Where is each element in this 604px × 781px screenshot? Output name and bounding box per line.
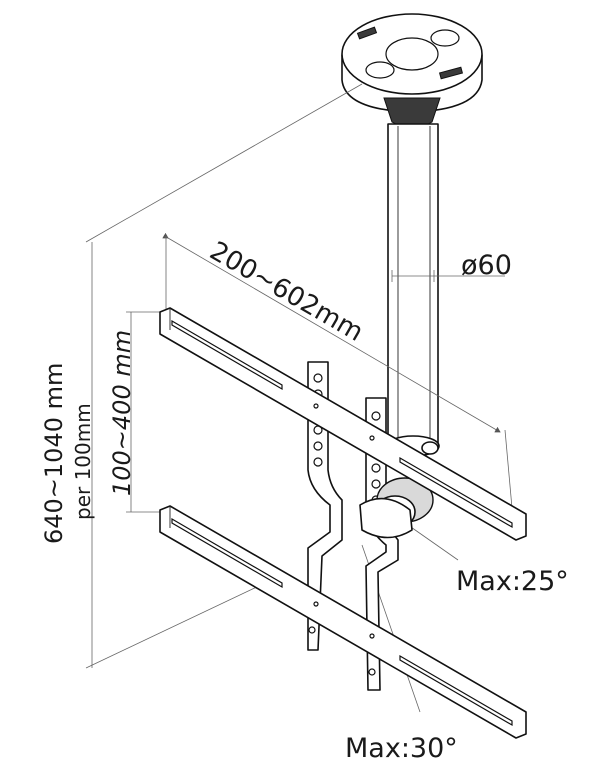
pole <box>386 123 440 457</box>
dimension-lines <box>85 83 513 713</box>
height-step-label: per 100mm <box>71 403 95 520</box>
ceiling-plate <box>341 13 483 129</box>
horizontal-arm-lower <box>159 505 527 739</box>
swivel-max-label: Max:30° <box>345 733 458 764</box>
tilt-joint <box>359 441 439 539</box>
width-range-label: 200~602mm <box>205 236 369 348</box>
tilt-max-label: Max:25° <box>456 566 569 597</box>
horizontal-arm-upper <box>159 307 527 541</box>
pole-diameter-label: ø60 <box>461 250 512 281</box>
vertical-bracket-left <box>307 361 343 651</box>
vertical-range-label: 100~400 mm <box>108 330 136 496</box>
height-range-label: 640~1040 mm <box>40 363 68 544</box>
